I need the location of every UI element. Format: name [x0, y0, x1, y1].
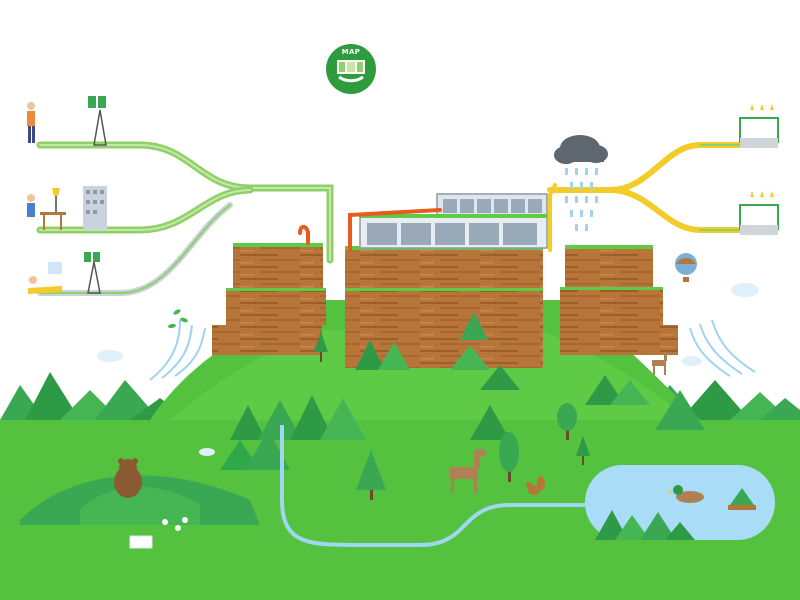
cell-tower-top: [88, 96, 107, 146]
substation-bottom: [739, 191, 779, 235]
lake: [585, 465, 775, 540]
deer-small: [652, 352, 667, 375]
duck: [666, 485, 704, 503]
small-clouds: [97, 283, 759, 456]
leaves: [168, 309, 188, 329]
deer-large: [450, 449, 486, 493]
substation-top: [739, 104, 779, 148]
triangle-trees: [220, 312, 705, 470]
left-roads: [36, 141, 334, 296]
squirrel: [526, 476, 545, 495]
cell-tower-bottom: [84, 252, 101, 294]
stream: [280, 425, 585, 547]
office-building: [83, 186, 107, 230]
round-trees: [314, 332, 590, 500]
person-desk: [27, 188, 66, 230]
person-lounging: [28, 262, 62, 294]
hot-air-balloon: [675, 253, 697, 282]
map-icon: [337, 60, 365, 83]
map-button[interactable]: MAP: [326, 44, 376, 94]
person-phone: [27, 102, 35, 143]
wind-arrows: [149, 319, 756, 381]
glass-building: [359, 193, 548, 249]
green-mounds: [20, 475, 260, 549]
map-button-label: MAP: [341, 48, 361, 56]
rain-cloud: [554, 135, 608, 231]
bear: [114, 458, 142, 498]
wooden-terraces: [212, 243, 678, 368]
